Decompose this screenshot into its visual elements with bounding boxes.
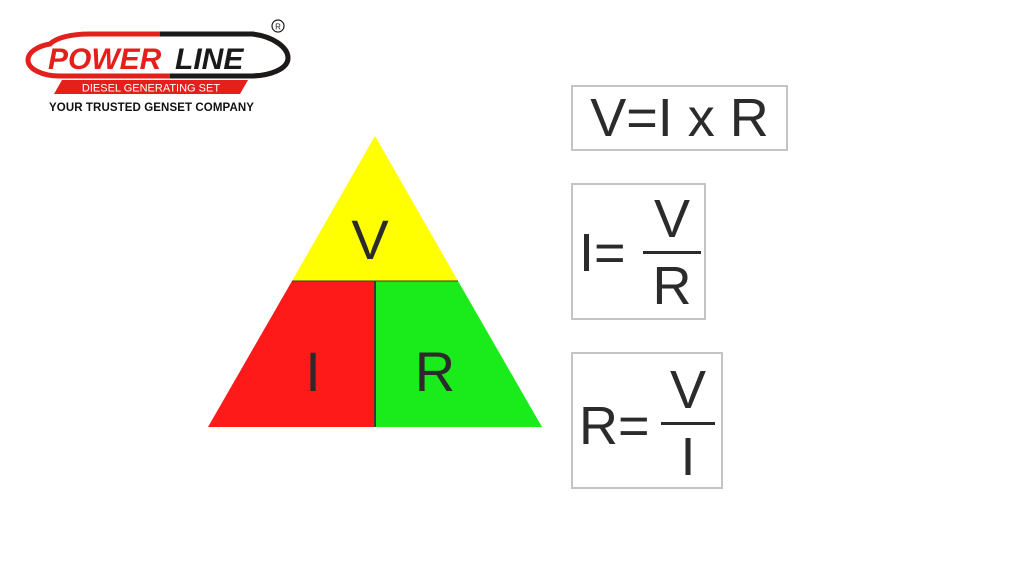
fraction-bar	[661, 422, 715, 425]
triangle-label-voltage: V	[351, 208, 389, 271]
resistance-formula-numerator: V	[669, 360, 707, 420]
triangle-label-resistance: R	[414, 340, 456, 403]
logo-banner	[54, 80, 248, 94]
resistance-formula-denominator: I	[680, 427, 696, 487]
current-formula-lhs: I=	[579, 223, 626, 283]
resistance-formula-lhs: R=	[579, 396, 650, 456]
triangle-graphic	[208, 136, 542, 427]
powerline-logo: POWER LINE R DIESEL GENERATING SET YOUR …	[20, 14, 300, 118]
triangle-top-section	[292, 136, 458, 281]
registered-mark-icon	[271, 19, 285, 33]
logo-graphic: POWER LINE R DIESEL GENERATING SET	[25, 19, 291, 95]
logo-banner-text: DIESEL GENERATING SET	[82, 83, 220, 95]
current-formula-fraction: V R	[643, 191, 701, 314]
current-formula-denominator: R	[652, 256, 692, 316]
logo-brand-right: LINE	[175, 43, 244, 76]
current-formula-box: I= V R	[571, 183, 706, 320]
triangle-label-current: I	[305, 340, 321, 403]
fraction-bar	[643, 251, 701, 254]
current-formula-numerator: V	[653, 189, 691, 249]
resistance-formula-fraction: V I	[661, 362, 715, 485]
voltage-formula-box: V=I x R	[571, 85, 788, 151]
registered-mark: R	[275, 23, 281, 32]
ohms-law-triangle: V I R	[200, 130, 550, 435]
logo-brand-left: POWER	[48, 43, 162, 76]
triangle-bottom-right-section	[375, 281, 542, 427]
logo-swoosh-right	[160, 31, 291, 79]
voltage-formula: V=I x R	[590, 88, 769, 148]
logo-tagline: YOUR TRUSTED GENSET COMPANY	[49, 102, 255, 114]
resistance-formula-box: R= V I	[571, 352, 723, 489]
triangle-bottom-left-section	[208, 281, 375, 427]
